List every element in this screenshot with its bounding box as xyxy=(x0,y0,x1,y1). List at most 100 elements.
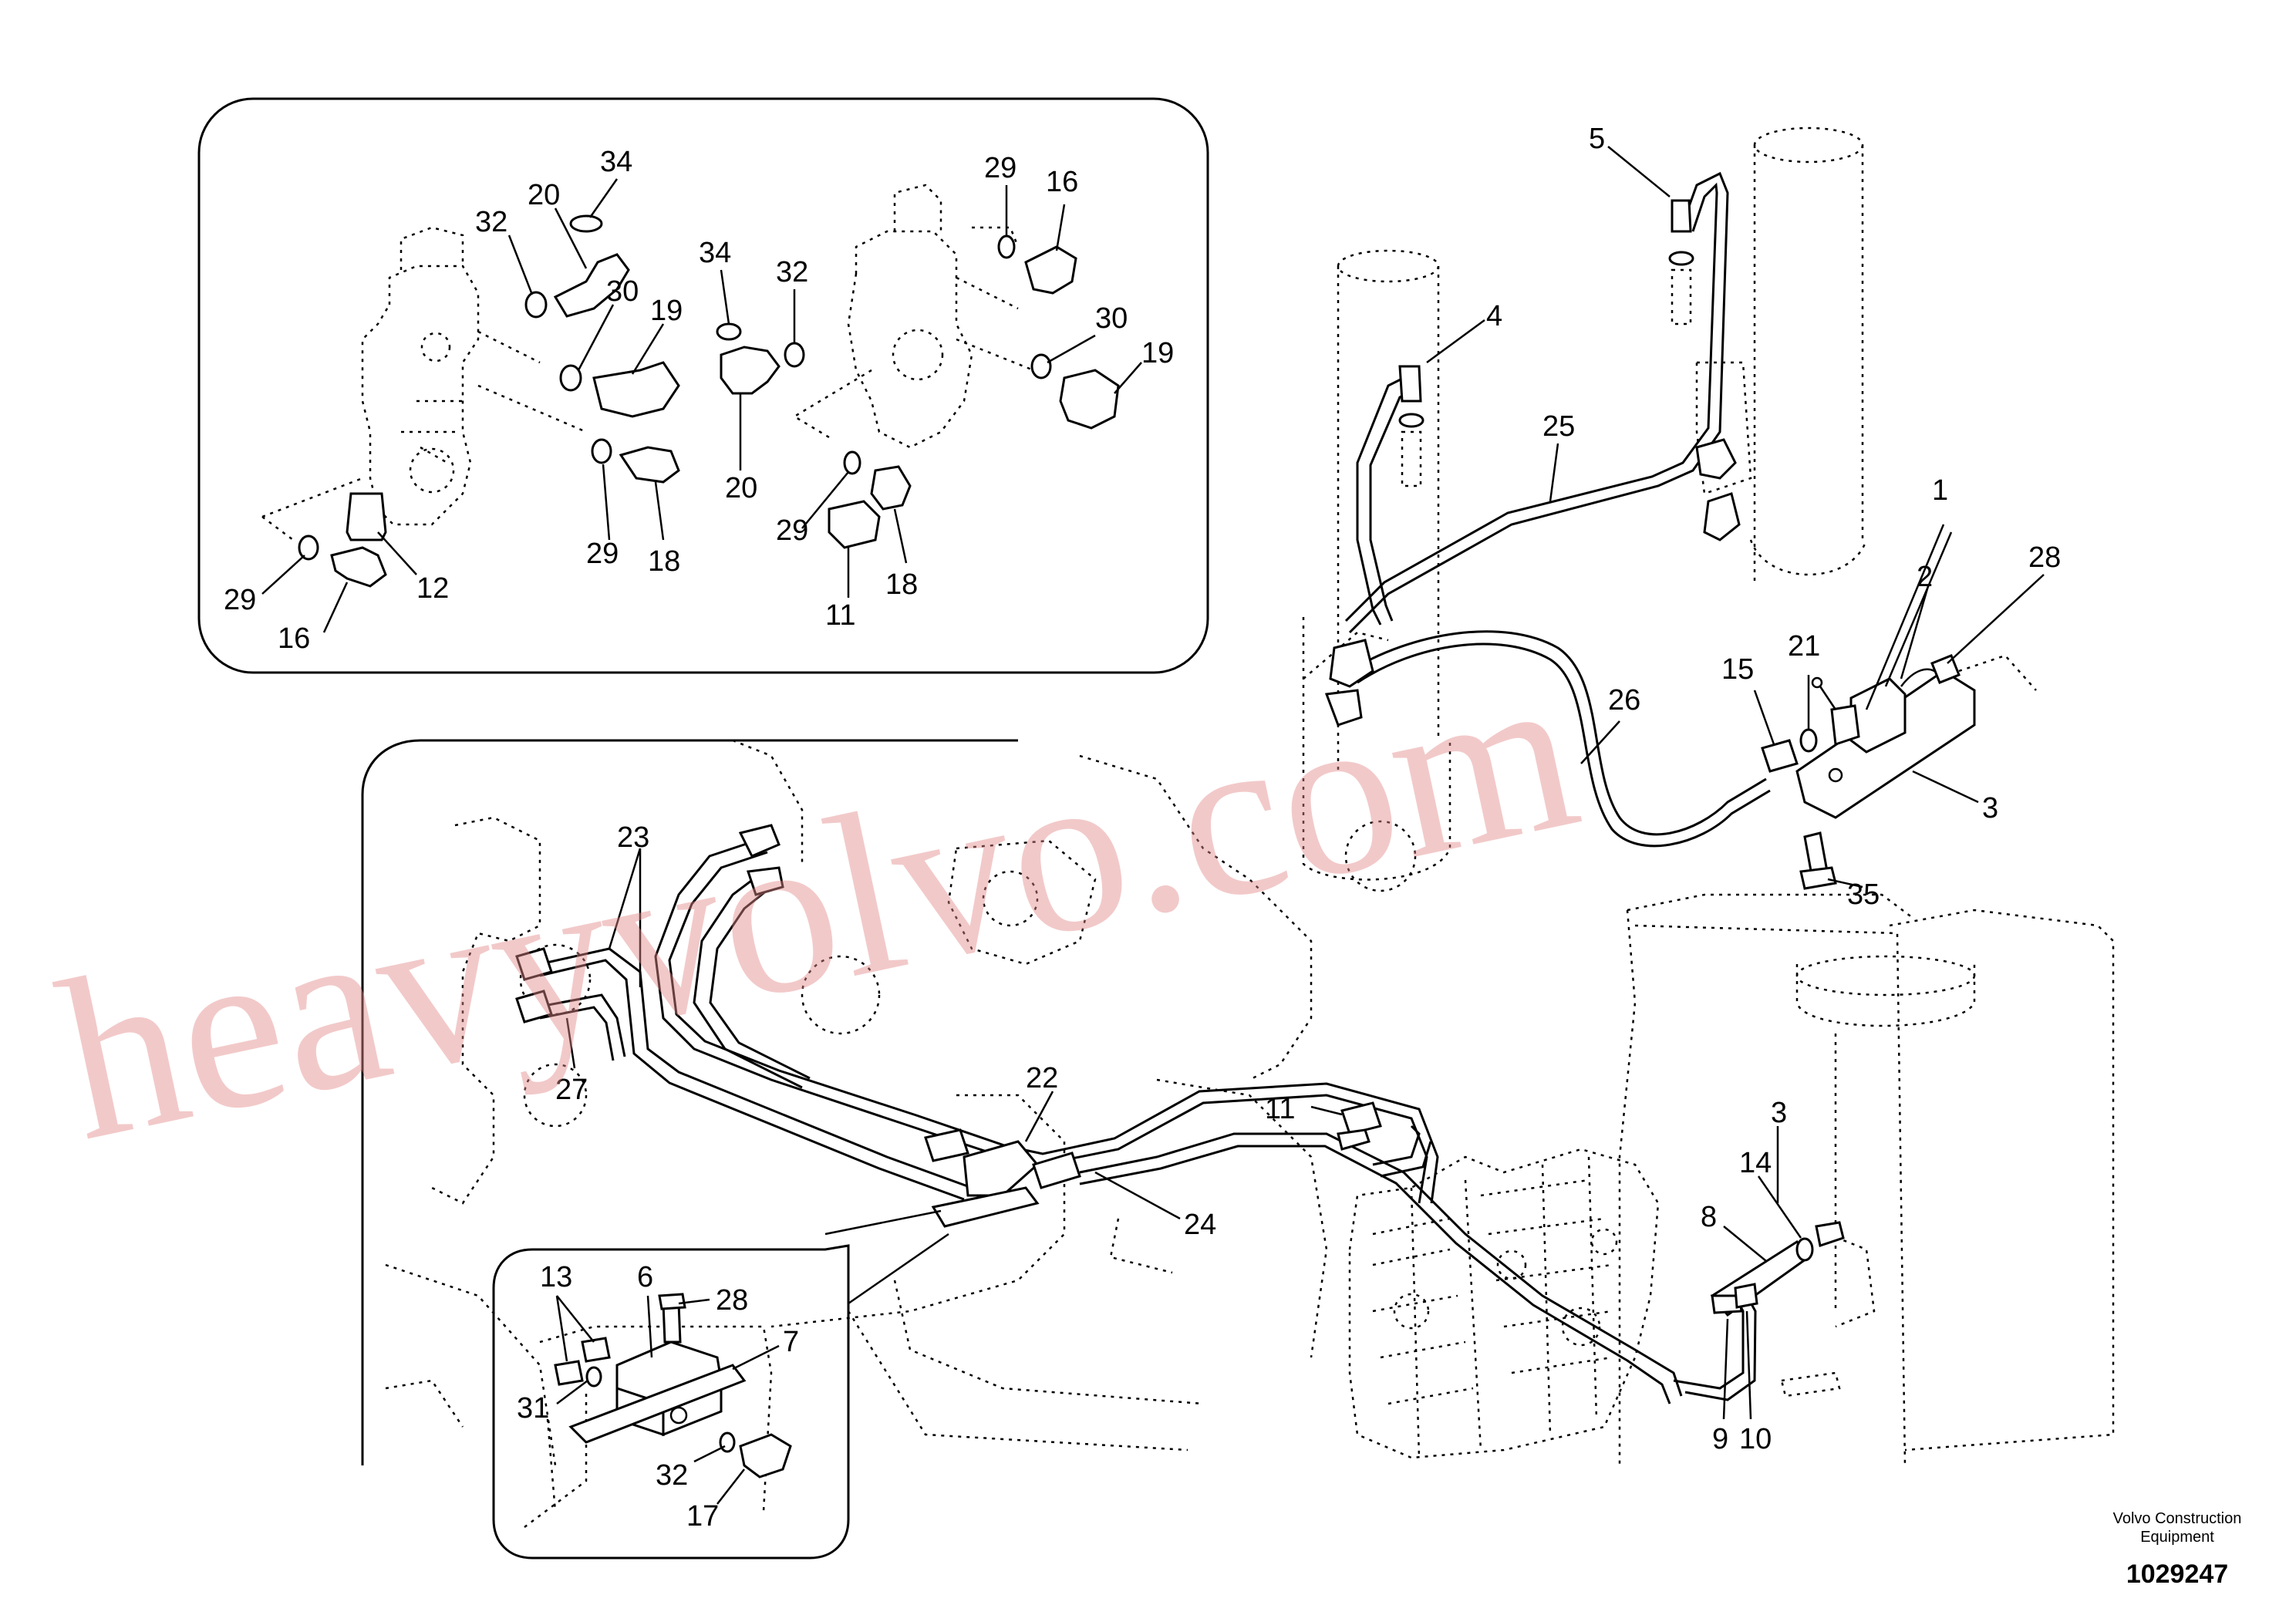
hose-end-27a xyxy=(515,947,553,981)
callouts-upper-right: 5 4 25 1 2 28 21 15 26 3 35 xyxy=(1486,123,2061,911)
callout-25: 25 xyxy=(1542,410,1575,443)
callout-9: 9 xyxy=(1712,1423,1728,1455)
callout-19b: 19 xyxy=(1141,337,1174,369)
callout-7: 7 xyxy=(783,1326,799,1358)
document-number: 1029247 xyxy=(2126,1560,2228,1589)
callout-34a: 34 xyxy=(600,146,632,178)
switch-body-1 xyxy=(1830,704,1860,747)
seal-14 xyxy=(1795,1237,1814,1262)
callouts-inset1: 34 32 20 30 19 12 29 16 29 18 34 32 20 2… xyxy=(224,146,1174,655)
elbow-fitting-18a xyxy=(619,446,680,484)
leader-lines-lower xyxy=(565,848,1802,1420)
callout-14: 14 xyxy=(1739,1147,1772,1179)
callout-28a: 28 xyxy=(2028,541,2061,574)
callout-3b: 3 xyxy=(1771,1097,1787,1129)
elbow-fitting-16a xyxy=(330,546,387,588)
callout-16a: 16 xyxy=(278,622,310,655)
o-ring-32a xyxy=(524,291,548,319)
callout-32c: 32 xyxy=(656,1459,688,1492)
callout-6: 6 xyxy=(637,1261,653,1293)
callout-31: 31 xyxy=(517,1392,549,1425)
o-ring-30a xyxy=(559,364,582,392)
callout-13: 13 xyxy=(540,1261,572,1293)
elbow-fitting-20a xyxy=(553,253,630,318)
o-ring-5 xyxy=(1668,251,1694,266)
callout-30a: 30 xyxy=(606,275,639,308)
brand-line-2: Equipment xyxy=(2140,1529,2214,1546)
hose-end-27b xyxy=(515,990,553,1023)
valve-block-left xyxy=(261,226,587,541)
callout-29b: 29 xyxy=(586,538,619,570)
leader-lines-upper-right xyxy=(1426,146,2045,889)
inset2-background xyxy=(524,1325,773,1528)
callouts-inset2: 13 6 28 7 31 32 17 xyxy=(517,1261,799,1533)
fitting-left-cylinder-2 xyxy=(1324,689,1363,727)
inset-valve-fittings: 34 32 20 30 19 12 29 16 29 18 34 32 20 2… xyxy=(197,97,1209,674)
hose-end-22 xyxy=(924,1128,969,1162)
callout-20b: 20 xyxy=(725,472,757,504)
watermark-text: heavyvolvo.com xyxy=(41,619,1596,1189)
elbow-fitting-19b xyxy=(1059,369,1120,430)
plate-7-detail xyxy=(568,1364,747,1444)
junction-block-6 xyxy=(963,1140,1040,1197)
seal-21 xyxy=(1799,728,1818,753)
adapter-15 xyxy=(1761,739,1799,773)
callout-3a: 3 xyxy=(1982,792,1998,824)
callout-11b: 11 xyxy=(1265,1093,1295,1125)
hose-end-upper-a xyxy=(738,824,781,858)
callout-32a: 32 xyxy=(475,206,507,238)
callout-29c: 29 xyxy=(984,152,1017,184)
lower-view-frame xyxy=(361,739,1018,1465)
callout-15: 15 xyxy=(1721,653,1754,686)
callout-1: 1 xyxy=(1932,474,1948,507)
fitting-left-cylinder xyxy=(1329,639,1374,688)
o-ring-29b xyxy=(591,438,612,464)
callout-29a: 29 xyxy=(224,584,256,616)
cylinder-outlines xyxy=(1302,126,1868,892)
callout-23: 23 xyxy=(617,821,649,854)
elbow-fitting-20b xyxy=(720,346,781,395)
adapter-3b xyxy=(1815,1221,1845,1247)
o-ring-29c xyxy=(997,234,1016,259)
callout-18b: 18 xyxy=(885,568,918,601)
callout-27: 27 xyxy=(555,1074,588,1106)
callout-24: 24 xyxy=(1184,1209,1216,1241)
valve-block-right xyxy=(792,184,1034,449)
callout-17: 17 xyxy=(686,1500,719,1533)
machine-outlines xyxy=(385,739,2115,1466)
fittings-inset1 xyxy=(298,214,1120,588)
fittings-upper-right xyxy=(1324,199,2037,890)
callout-16b: 16 xyxy=(1046,166,1078,198)
seal-32-detail xyxy=(719,1431,736,1453)
callout-26: 26 xyxy=(1608,684,1640,717)
hose-end-upper-b xyxy=(746,866,784,896)
callout-28b: 28 xyxy=(716,1284,748,1317)
document-footer: Volvo Construction Equipment 1029247 xyxy=(2113,1510,2242,1589)
straight-fitting-11a xyxy=(828,500,881,549)
elbow-fitting-16b xyxy=(1024,245,1077,295)
callout-18a: 18 xyxy=(648,545,680,578)
plate-7 xyxy=(931,1186,1040,1228)
fitting-9 xyxy=(1711,1294,1743,1314)
lower-main-view: 23 27 22 24 11 3 14 8 9 10 xyxy=(361,739,2115,1466)
fitting-cylinder-head xyxy=(1703,492,1741,541)
callout-32b: 32 xyxy=(776,256,808,288)
o-ring-29a xyxy=(298,534,319,561)
callout-10: 10 xyxy=(1739,1423,1772,1455)
callout-8: 8 xyxy=(1701,1201,1717,1233)
fittings-lower xyxy=(515,824,1845,1317)
hose-end-24 xyxy=(1032,1152,1081,1189)
callout-2: 2 xyxy=(1917,561,1933,593)
inset2-pointer xyxy=(848,1233,949,1305)
elbow-fitting-19a xyxy=(592,361,680,418)
inset-junction-block: 13 6 28 7 31 32 17 xyxy=(492,1233,949,1560)
elbow-fitting-18b xyxy=(870,465,912,511)
inset2-parts xyxy=(554,1293,792,1479)
o-ring-32b xyxy=(784,342,805,368)
adapter-11b xyxy=(1340,1101,1382,1135)
callout-34b: 34 xyxy=(699,237,731,269)
brand-line-1: Volvo Construction xyxy=(2113,1510,2242,1527)
callout-19a: 19 xyxy=(650,295,683,327)
